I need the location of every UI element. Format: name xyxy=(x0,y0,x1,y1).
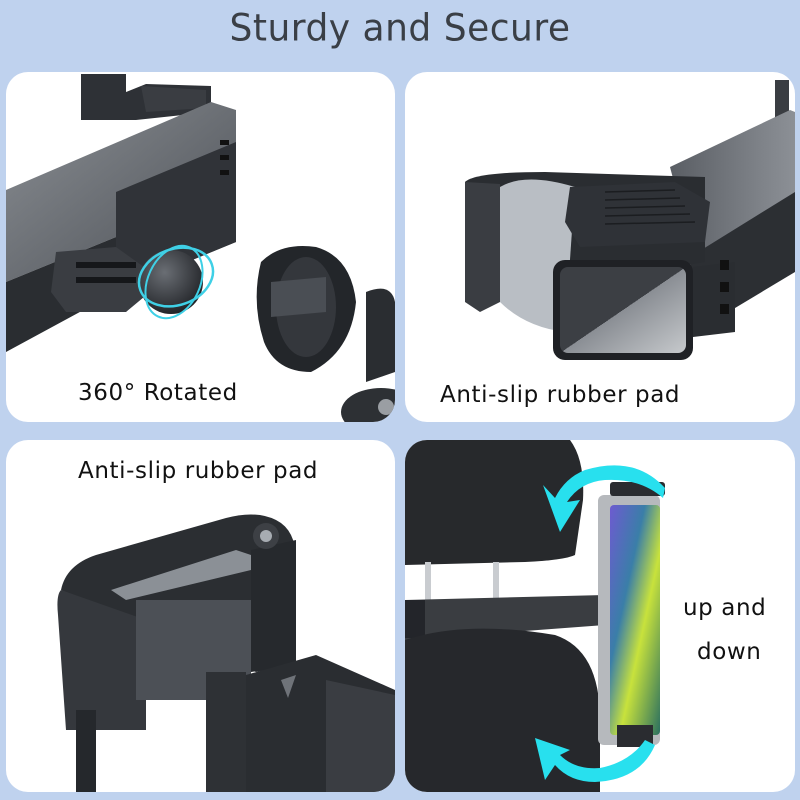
caption-360-rotated: 360° Rotated xyxy=(78,380,238,406)
caption-down: down xyxy=(697,639,762,665)
caption-hinge-rubber-pad: Anti-slip rubber pad xyxy=(78,458,319,484)
caption-up-and: up and xyxy=(683,595,767,621)
ball-joint-illustration xyxy=(6,74,395,422)
rotation-ring-icon xyxy=(137,244,215,320)
caption-clamp-rubber-pad: Anti-slip rubber pad xyxy=(440,382,681,408)
panel-headrest-up-down: up and down xyxy=(405,440,795,792)
headrest-mount-illustration xyxy=(405,440,665,792)
panel-hinge-rubber-pad: Anti-slip rubber pad xyxy=(6,440,395,792)
page-title: Sturdy and Secure xyxy=(229,6,571,51)
hinge-illustration xyxy=(57,514,395,792)
curved-arrow-icon xyxy=(535,465,665,782)
clamp-illustration xyxy=(465,80,795,360)
panel-360-rotated: 360° Rotated xyxy=(6,72,395,422)
panel-clamp-rubber-pad: Anti-slip rubber pad xyxy=(405,72,795,422)
